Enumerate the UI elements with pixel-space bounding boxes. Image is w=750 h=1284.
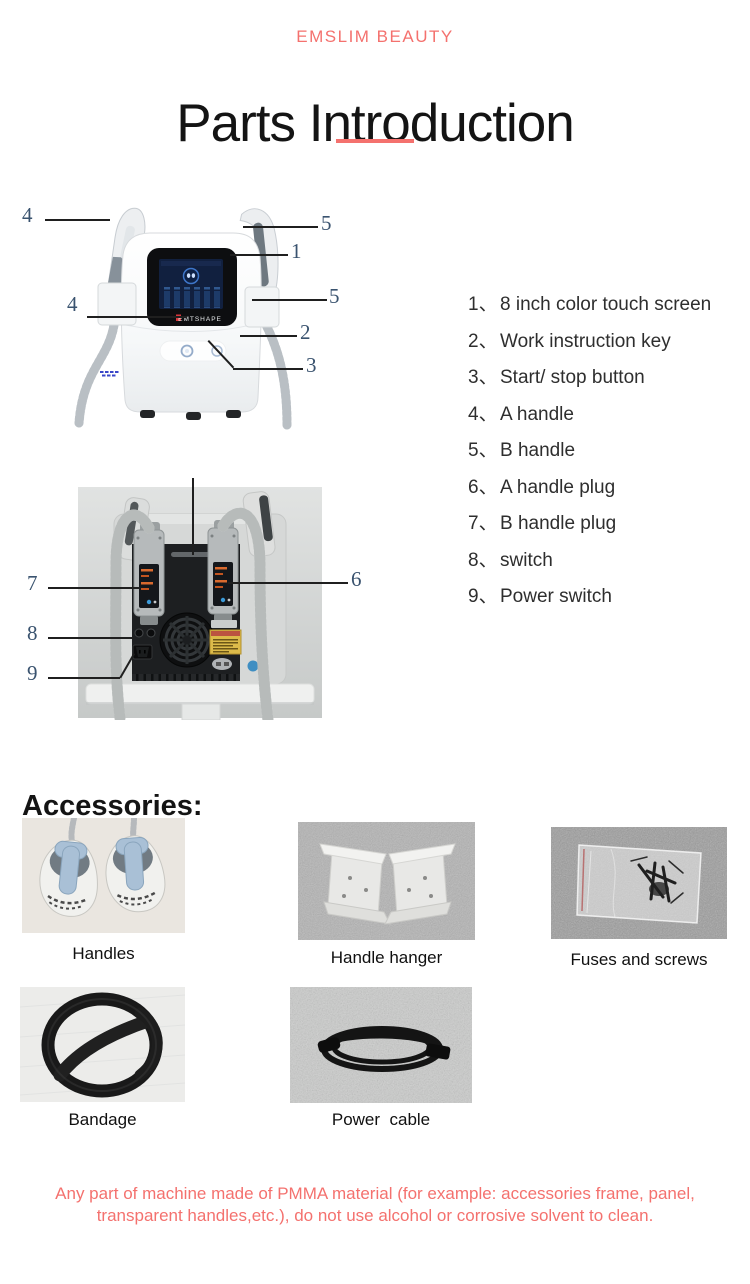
accessory-card-hanger: Handle hanger [298, 822, 475, 967]
switch [134, 628, 144, 638]
list-item: 8、switch [468, 549, 553, 571]
title-underline [336, 139, 414, 143]
accessory-caption: Handle hanger [330, 948, 443, 967]
handle-hanger-photo [298, 822, 475, 940]
list-item: 1、8 inch color touch screen [468, 294, 712, 315]
callout-line [252, 299, 327, 301]
warning-note-line2: transparent handles,etc.), do not use al… [96, 1206, 654, 1225]
callout-number: 4 [67, 292, 78, 316]
page-title: Parts Introduction [176, 93, 574, 153]
callout-line [87, 316, 187, 318]
list-item: 6、A handle plug [468, 476, 616, 498]
callout-line [228, 582, 348, 584]
callout-number: 4 [22, 203, 33, 227]
bandage-photo [19, 987, 186, 1102]
device-logo-icon [176, 314, 181, 321]
b-handle-plug [133, 522, 165, 625]
fan-grille [159, 612, 215, 668]
callout-line [45, 219, 110, 221]
handles-photo [22, 815, 185, 933]
callout-number: 5 [321, 211, 332, 235]
side-label [100, 371, 119, 377]
device-logo-text: EMTSHAPE [178, 316, 222, 323]
accessory-card-handles: Handles [22, 815, 185, 963]
list-item: 4、A handle [468, 403, 574, 425]
callout-number: 6 [351, 567, 362, 591]
rear-view-photo [78, 487, 322, 726]
fuses-screws-photo [551, 827, 727, 939]
list-item: 5、B handle [468, 440, 576, 461]
callout-number: 9 [27, 661, 38, 685]
accessory-caption: Fuses and screws [570, 950, 708, 969]
accessory-caption: Bandage [68, 1110, 137, 1129]
warning-label [209, 629, 242, 655]
callout-line [240, 335, 297, 337]
power-cable-photo [290, 987, 472, 1103]
callout-line [48, 677, 120, 679]
a-handle-plug [207, 520, 239, 623]
list-item: 7、B handle plug [468, 513, 617, 534]
callout-line [48, 637, 133, 639]
callout-line [230, 254, 288, 256]
callout-line [48, 587, 140, 589]
switch [146, 628, 156, 638]
callout-number: 2 [300, 320, 311, 344]
callout-line [233, 368, 303, 370]
list-item: 3、Start/ stop button [468, 367, 645, 388]
callout-number: 3 [306, 353, 317, 377]
warning-note-line1: Any part of machine made of PMMA materia… [55, 1184, 695, 1203]
list-item: 9、Power switch [468, 586, 612, 607]
front-view-illustration: EMTSHAPE [74, 207, 292, 430]
power-switch-socket [132, 644, 153, 660]
accessory-caption: Handles [72, 944, 135, 963]
brand-text: EMSLIM BEAUTY [296, 27, 454, 46]
accessory-card-cable: Power cable [290, 987, 472, 1129]
callout-line [243, 226, 318, 228]
accessories-heading: Accessories: [22, 790, 203, 823]
callout-number: 1 [291, 239, 302, 263]
callout-number: 5 [329, 284, 340, 308]
handle-hoses [110, 507, 274, 726]
callout-line [192, 478, 194, 555]
parts-list: 1、8 inch color touch screen 2、Work instr… [468, 294, 711, 623]
callout-number: 7 [27, 571, 38, 595]
callout-number: 8 [27, 621, 38, 645]
front-view-figure: EMTSHAPE [20, 195, 380, 435]
list-item: 2、Work instruction key [468, 330, 671, 352]
accessory-caption: Power cable [331, 1110, 431, 1129]
rear-view-figure [70, 478, 330, 726]
accessory-card-bandage: Bandage [19, 987, 186, 1129]
accessory-card-fuses: Fuses and screws [551, 827, 727, 969]
